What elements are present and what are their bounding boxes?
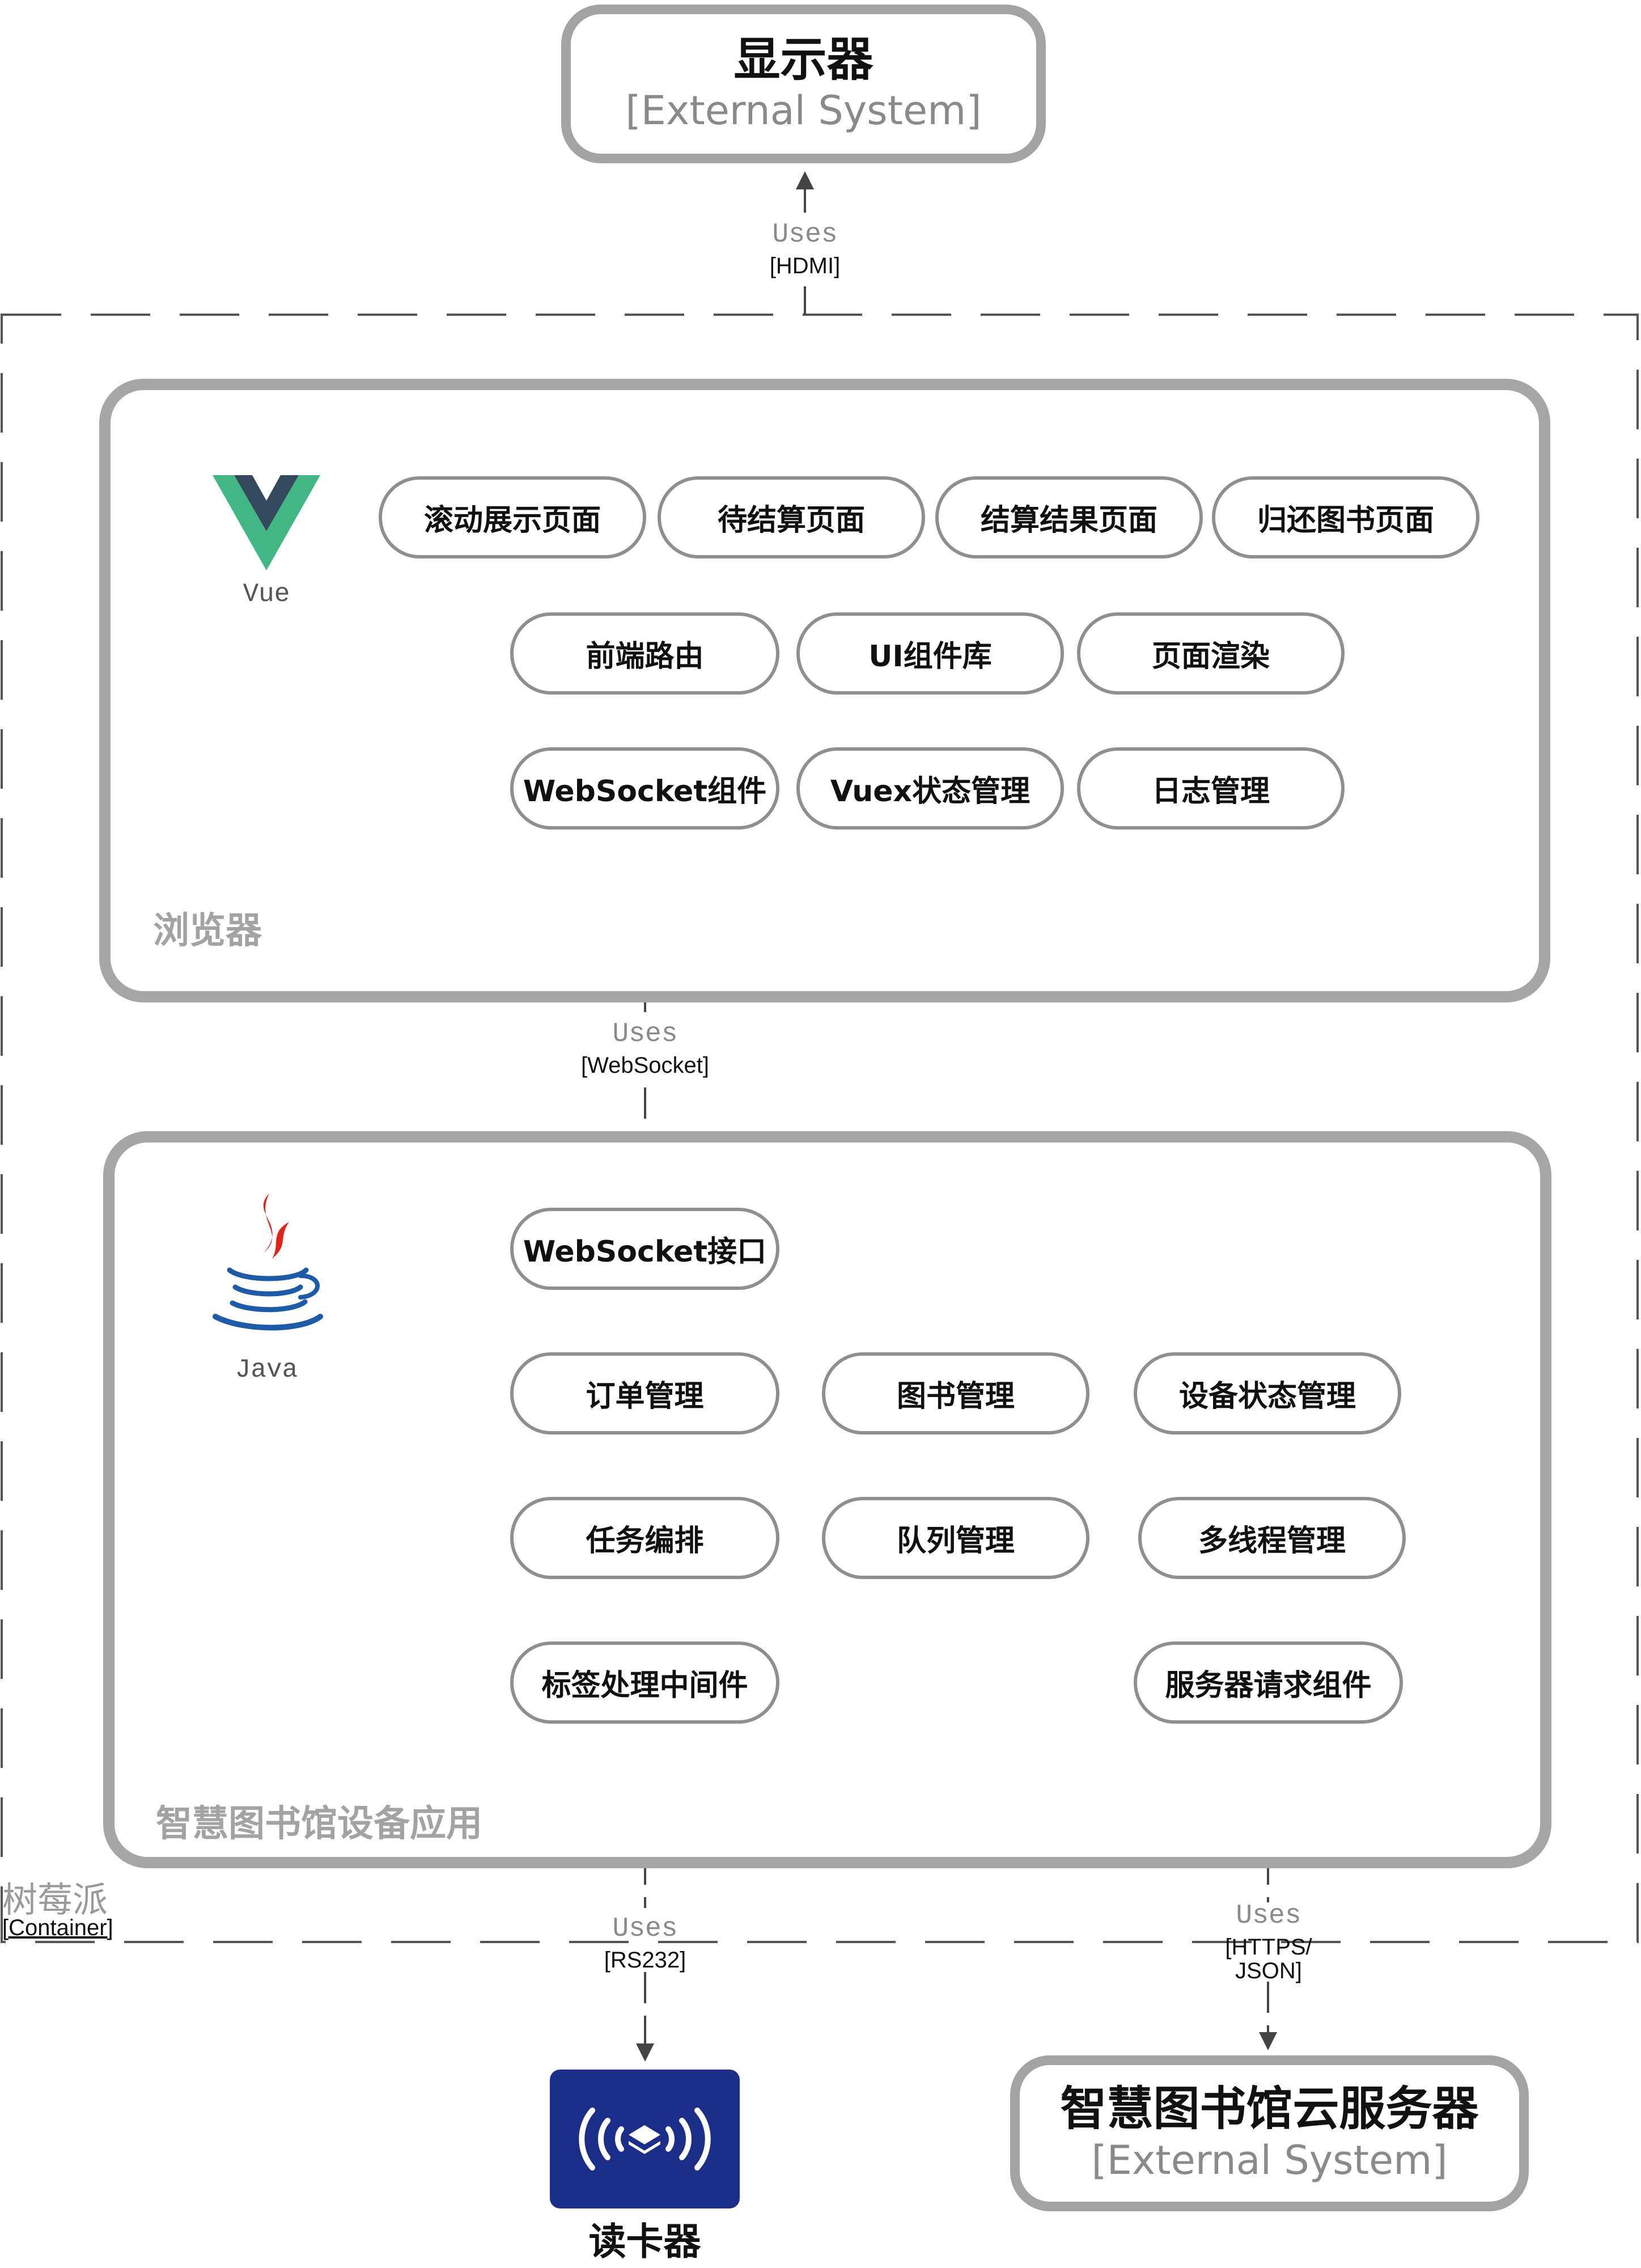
relation-tech: [HDMI] bbox=[769, 253, 841, 278]
book-management: 图书管理 bbox=[822, 1352, 1089, 1435]
queue-management: 队列管理 bbox=[822, 1497, 1089, 1579]
log-management: 日志管理 bbox=[1077, 747, 1345, 830]
tag-processing-middleware: 标签处理中间件 bbox=[510, 1641, 779, 1724]
raspberry-pi-boundary bbox=[1, 314, 1639, 1943]
device-app-caption: 智慧图书馆设备应用 bbox=[156, 1803, 482, 1845]
relation-uses: Uses bbox=[772, 219, 838, 250]
browser-caption: 浏览器 bbox=[153, 910, 262, 952]
vue-label: Vue bbox=[243, 579, 290, 609]
page-pending-checkout: 待结算页面 bbox=[658, 476, 925, 558]
cloud-server-subtitle: [External System] bbox=[1091, 2136, 1448, 2184]
nfc-waves-icon bbox=[579, 2108, 711, 2170]
java-label: Java bbox=[235, 1355, 298, 1385]
java-logo-icon bbox=[213, 1194, 323, 1331]
ui-component-library: UI组件库 bbox=[796, 612, 1064, 695]
cloud-server-external-system: 智慧图书馆云服务器 [External System] bbox=[1010, 2055, 1529, 2211]
page-checkout-result: 结算结果页面 bbox=[935, 476, 1203, 558]
device-status-management: 设备状态管理 bbox=[1134, 1352, 1401, 1435]
frontend-router: 前端路由 bbox=[510, 612, 779, 695]
card-reader-icon bbox=[550, 2070, 740, 2208]
relation-uses: Uses bbox=[612, 1914, 678, 1944]
vue-logo-icon bbox=[213, 475, 320, 570]
https-relation-label: Uses [HTTPS/ JSON] bbox=[1196, 1902, 1341, 1983]
raspberry-pi-type: [Container] bbox=[2, 1915, 113, 1940]
page-scroll-display: 滚动展示页面 bbox=[379, 476, 646, 558]
websocket-relation-label: Uses [WebSocket] bbox=[553, 1021, 737, 1077]
multithread-management: 多线程管理 bbox=[1138, 1497, 1406, 1579]
relation-tech: [RS232] bbox=[604, 1948, 686, 1973]
page-return-book: 归还图书页面 bbox=[1212, 476, 1479, 558]
relation-tech: [WebSocket] bbox=[580, 1053, 710, 1078]
raspberry-pi-caption: 树莓派 bbox=[2, 1879, 108, 1920]
vuex-state-management: Vuex状态管理 bbox=[796, 747, 1064, 830]
display-title: 显示器 bbox=[733, 32, 873, 87]
order-management: 订单管理 bbox=[510, 1352, 779, 1435]
page-rendering: 页面渲染 bbox=[1077, 612, 1345, 695]
relation-uses: Uses bbox=[612, 1019, 678, 1050]
display-external-system: 显示器 [External System] bbox=[561, 5, 1046, 163]
relation-uses: Uses bbox=[1236, 1901, 1301, 1931]
hdmi-relation-label: Uses [HDMI] bbox=[737, 221, 873, 278]
display-subtitle: [External System] bbox=[625, 87, 982, 134]
websocket-interface: WebSocket接口 bbox=[510, 1208, 779, 1290]
websocket-component: WebSocket组件 bbox=[510, 747, 779, 830]
relation-tech: [HTTPS/ bbox=[1225, 1935, 1312, 1960]
cloud-server-title: 智慧图书馆云服务器 bbox=[1060, 2082, 1479, 2136]
card-reader-label: 读卡器 bbox=[588, 2220, 701, 2263]
server-request-component: 服务器请求组件 bbox=[1134, 1641, 1403, 1724]
relation-tech: JSON] bbox=[1235, 1958, 1302, 1983]
task-orchestration: 任务编排 bbox=[510, 1497, 779, 1579]
rs232-relation-label: Uses [RS232] bbox=[573, 1915, 718, 1972]
